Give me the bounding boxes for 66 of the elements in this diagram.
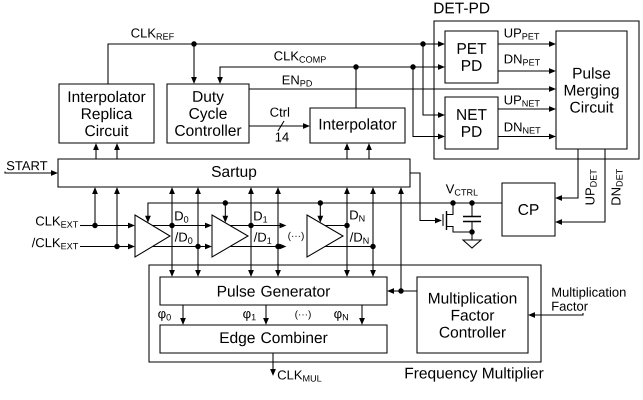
line <box>472 202 502 204</box>
buffer-symbol <box>306 214 344 258</box>
block-box: CP <box>501 182 556 237</box>
input-label: START <box>6 161 48 170</box>
signal-label: DN$_{NET}$ <box>504 122 540 134</box>
line <box>325 224 347 226</box>
signal-label: D$_{1}$ <box>254 211 268 223</box>
line <box>325 246 373 248</box>
line <box>452 230 472 233</box>
input-label: /CLK$_{EXT}$ <box>32 238 78 250</box>
line <box>80 246 117 248</box>
line <box>194 43 423 45</box>
ellipsis-label: (···) <box>288 232 304 242</box>
block-box: Interpolator <box>309 107 406 144</box>
signal-label: V$_{CTRL}$ <box>446 184 478 196</box>
signal-label: D$_{N}$ <box>350 210 364 222</box>
line <box>355 67 357 108</box>
signal-label: /D$_{0}$ <box>174 232 192 244</box>
block-box: Interpolator Replica Circuit <box>58 83 155 144</box>
block-box: Pulse Generator <box>159 276 388 306</box>
line <box>152 246 198 248</box>
line <box>453 202 472 204</box>
signal-label: UP$_{DET}$ <box>585 169 597 204</box>
signal-label: φ$_{1}$ <box>243 311 256 321</box>
buffer-symbol <box>134 214 172 258</box>
signal-label: EN$_{PD}$ <box>282 75 312 87</box>
bus-width-label: 14 <box>276 132 289 142</box>
signal-label: D$_{0}$ <box>175 211 188 223</box>
block-box: Multiplication Factor Controller <box>416 276 529 354</box>
line <box>152 224 172 226</box>
ellipsis-label: (···) <box>295 310 311 320</box>
block-box: PET PD <box>444 30 499 84</box>
block-box: Duty Cycle Controller <box>166 83 250 144</box>
line <box>320 202 453 204</box>
signal-label: φ$_{N}$ <box>334 311 348 321</box>
output-label: CLK$_{MUL}$ <box>278 370 322 382</box>
line <box>225 202 320 204</box>
input-label: CLK$_{EXT}$ <box>36 216 78 228</box>
line <box>401 290 417 292</box>
signal-label: DN$_{PET}$ <box>504 54 540 66</box>
line <box>230 224 251 226</box>
signal-label: DN$_{DET}$ <box>611 168 623 205</box>
node-label: DET-PD <box>434 2 490 14</box>
line <box>107 43 194 84</box>
signal-label: Ctrl <box>270 107 290 117</box>
signal-label: UP$_{PET}$ <box>504 28 540 40</box>
line <box>356 66 413 68</box>
line <box>80 224 95 226</box>
line <box>230 246 278 248</box>
line <box>471 203 473 216</box>
signal-label: /D$_{1}$ <box>254 232 272 244</box>
block-box: Sartup <box>57 158 411 188</box>
buffer-symbol <box>211 214 250 258</box>
block-box: Edge Combiner <box>159 324 388 354</box>
signal-label: /D$_{N}$ <box>350 232 369 244</box>
signal-label: CLK$_{REF}$ <box>131 28 174 40</box>
signal-label: CLK$_{COMP}$ <box>274 51 326 63</box>
block-box: Pulse Merging Circuit <box>555 30 628 150</box>
block-box: NET PD <box>444 96 499 150</box>
line <box>471 222 473 232</box>
signal-label: φ$_{0}$ <box>158 311 171 321</box>
capacitor-symbol <box>463 216 481 222</box>
signal-label: UP$_{NET}$ <box>504 95 540 107</box>
node-label: Frequency Multiplier <box>406 367 544 382</box>
input-label: Multiplication Factor <box>552 287 626 311</box>
transistor-symbol <box>442 211 454 230</box>
